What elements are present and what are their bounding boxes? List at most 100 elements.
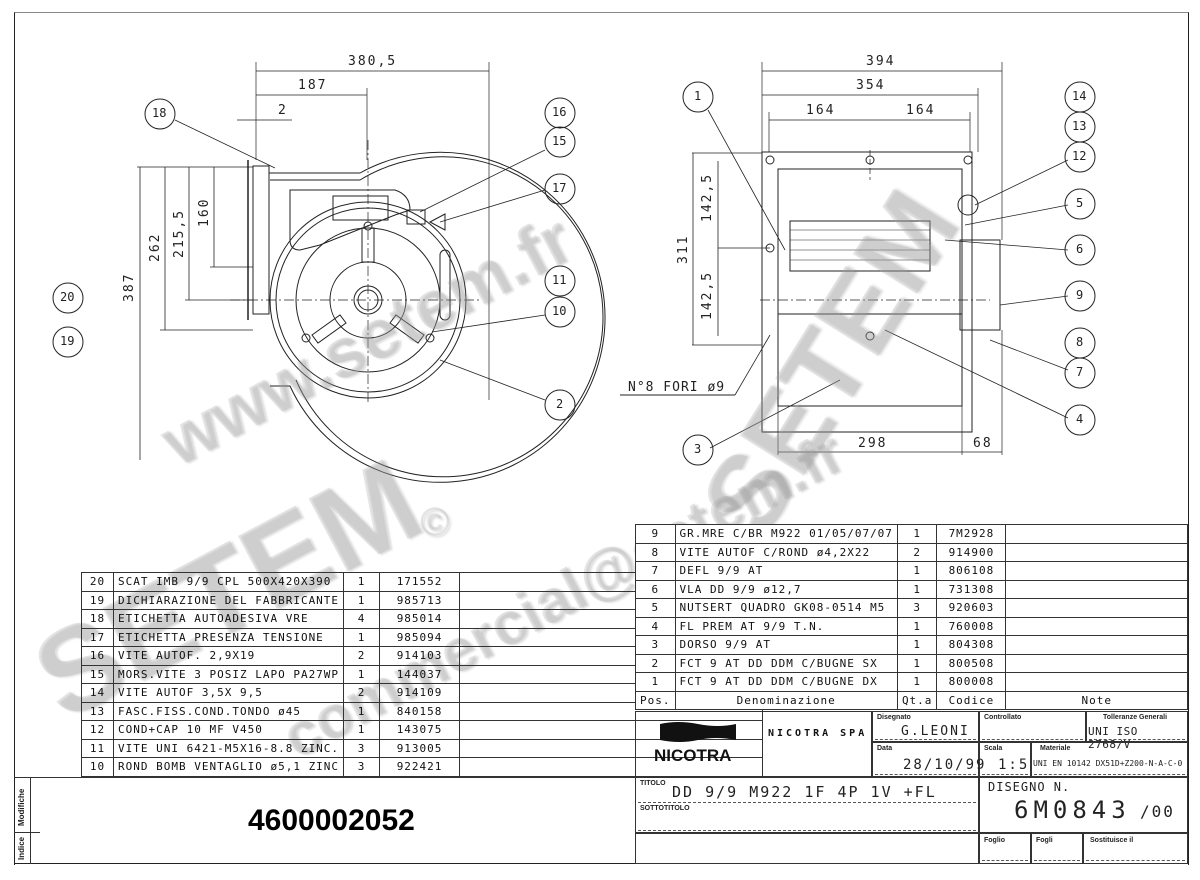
quantity: 1	[896, 635, 938, 655]
pos: 12	[81, 720, 114, 740]
dim-overall-width: 394	[866, 54, 896, 69]
quantity: 1	[896, 653, 938, 673]
dim-half-span-right: 164	[906, 103, 936, 118]
code: 914103	[379, 646, 461, 666]
indice-label: Indice	[17, 836, 26, 860]
header-code: Codice	[936, 690, 1007, 710]
denominazione: DICHIARAZIONE DEL FABBRICANTE	[112, 590, 345, 610]
code: 800008	[936, 672, 1007, 692]
balloon-17: 17	[552, 181, 567, 195]
pos: 3	[635, 635, 676, 655]
company-name: NICOTRA SPA	[768, 728, 868, 739]
pos: 6	[635, 579, 676, 599]
dim-hole-span: 354	[856, 78, 886, 93]
code: 143075	[379, 720, 461, 740]
sottotitolo-label: SOTTOTITOLO	[640, 805, 690, 812]
revision-divider	[30, 777, 31, 864]
quantity: 1	[896, 524, 938, 544]
pos: 15	[81, 664, 114, 684]
pos: 1	[635, 672, 676, 692]
disegnato-value: G.LEONI	[901, 724, 970, 739]
header-quantity: Qt.a	[896, 690, 938, 710]
code: 914900	[936, 542, 1007, 562]
revision-area	[14, 777, 635, 864]
quantity: 1	[896, 561, 938, 581]
denominazione: FCT 9 AT DD DDM C/BUGNE DX	[674, 672, 898, 692]
nicotra-logo-icon	[660, 722, 736, 742]
note	[1005, 616, 1188, 636]
quantity: 1	[343, 590, 381, 610]
balloon-6: 6	[1076, 242, 1084, 256]
balloon-13: 13	[1072, 119, 1087, 133]
balloon-5: 5	[1076, 196, 1084, 210]
dim-half-span-left: 164	[806, 103, 836, 118]
fogli-label: Fogli	[1036, 837, 1053, 844]
note	[1005, 524, 1188, 544]
code: 7M2928	[936, 524, 1007, 544]
dim-upper-half: 142,5	[700, 172, 715, 222]
balloon-20: 20	[60, 290, 75, 304]
pos: 20	[81, 572, 114, 592]
pos: 14	[81, 683, 114, 703]
denominazione: VITE AUTOF. 2,9X19	[112, 646, 345, 666]
quantity: 1	[343, 627, 381, 647]
header-note: Note	[1005, 690, 1188, 710]
blank-cell	[635, 833, 979, 864]
pos: 11	[81, 738, 114, 758]
denominazione: ETICHETTA AUTOADESIVA VRE	[112, 609, 345, 629]
balloon-8: 8	[1076, 335, 1084, 349]
drawing-frame	[14, 12, 1189, 865]
part-number: 4600002052	[248, 804, 415, 837]
quantity: 1	[343, 701, 381, 721]
data-label: Data	[877, 745, 893, 752]
sostituisce-label: Sostituisce il	[1090, 837, 1134, 844]
code: 985014	[379, 609, 461, 629]
pos: 16	[81, 646, 114, 666]
code: 920603	[936, 598, 1007, 618]
note	[459, 757, 763, 777]
note	[1005, 653, 1188, 673]
balloon-12: 12	[1072, 149, 1087, 163]
pos: 10	[81, 757, 114, 777]
dim-depth: 298	[858, 436, 888, 451]
note	[1005, 579, 1188, 599]
balloon-10: 10	[552, 304, 567, 318]
titolo-value: DD 9/9 M922 1F 4P 1V +FL	[672, 783, 937, 801]
disegno-cell: DISEGNO N. 6M0843 /00	[979, 777, 1188, 833]
dim-flange-to-center: 187	[298, 78, 328, 93]
logo-text: NICOTRA	[654, 746, 732, 765]
pos: 17	[81, 627, 114, 647]
denominazione: ROND BOMB VENTAGLIO ø5,1 ZINC	[112, 757, 345, 777]
balloon-19: 19	[60, 334, 75, 348]
code: 840158	[379, 701, 461, 721]
denominazione: FASC.FISS.COND.TONDO ø45	[112, 701, 345, 721]
quantity: 1	[343, 572, 381, 592]
denominazione: COND+CAP 10 MF V450	[112, 720, 345, 740]
denominazione: VITE UNI 6421-M5X16-8.8 ZINC.	[112, 738, 345, 758]
materiale-value: UNI EN 10142 DX51D+Z200-N-A-C-0	[1033, 759, 1183, 768]
quantity: 4	[343, 609, 381, 629]
header-denominazione: Denominazione	[674, 690, 898, 710]
dim-overall-width: 380,5	[348, 54, 398, 69]
pos: 8	[635, 542, 676, 562]
denominazione: ETICHETTA PRESENZA TENSIONE	[112, 627, 345, 647]
code: 171552	[379, 572, 461, 592]
revision-separator	[14, 832, 40, 833]
code: 144037	[379, 664, 461, 684]
revision-number: /00	[1140, 802, 1175, 821]
note	[1005, 598, 1188, 618]
code: 985713	[379, 590, 461, 610]
quantity: 1	[896, 579, 938, 599]
foglio-label: Foglio	[984, 837, 1005, 844]
code: 731308	[936, 579, 1007, 599]
logo-cell: NICOTRA NICOTRA SPA	[635, 711, 872, 777]
quantity: 1	[896, 616, 938, 636]
